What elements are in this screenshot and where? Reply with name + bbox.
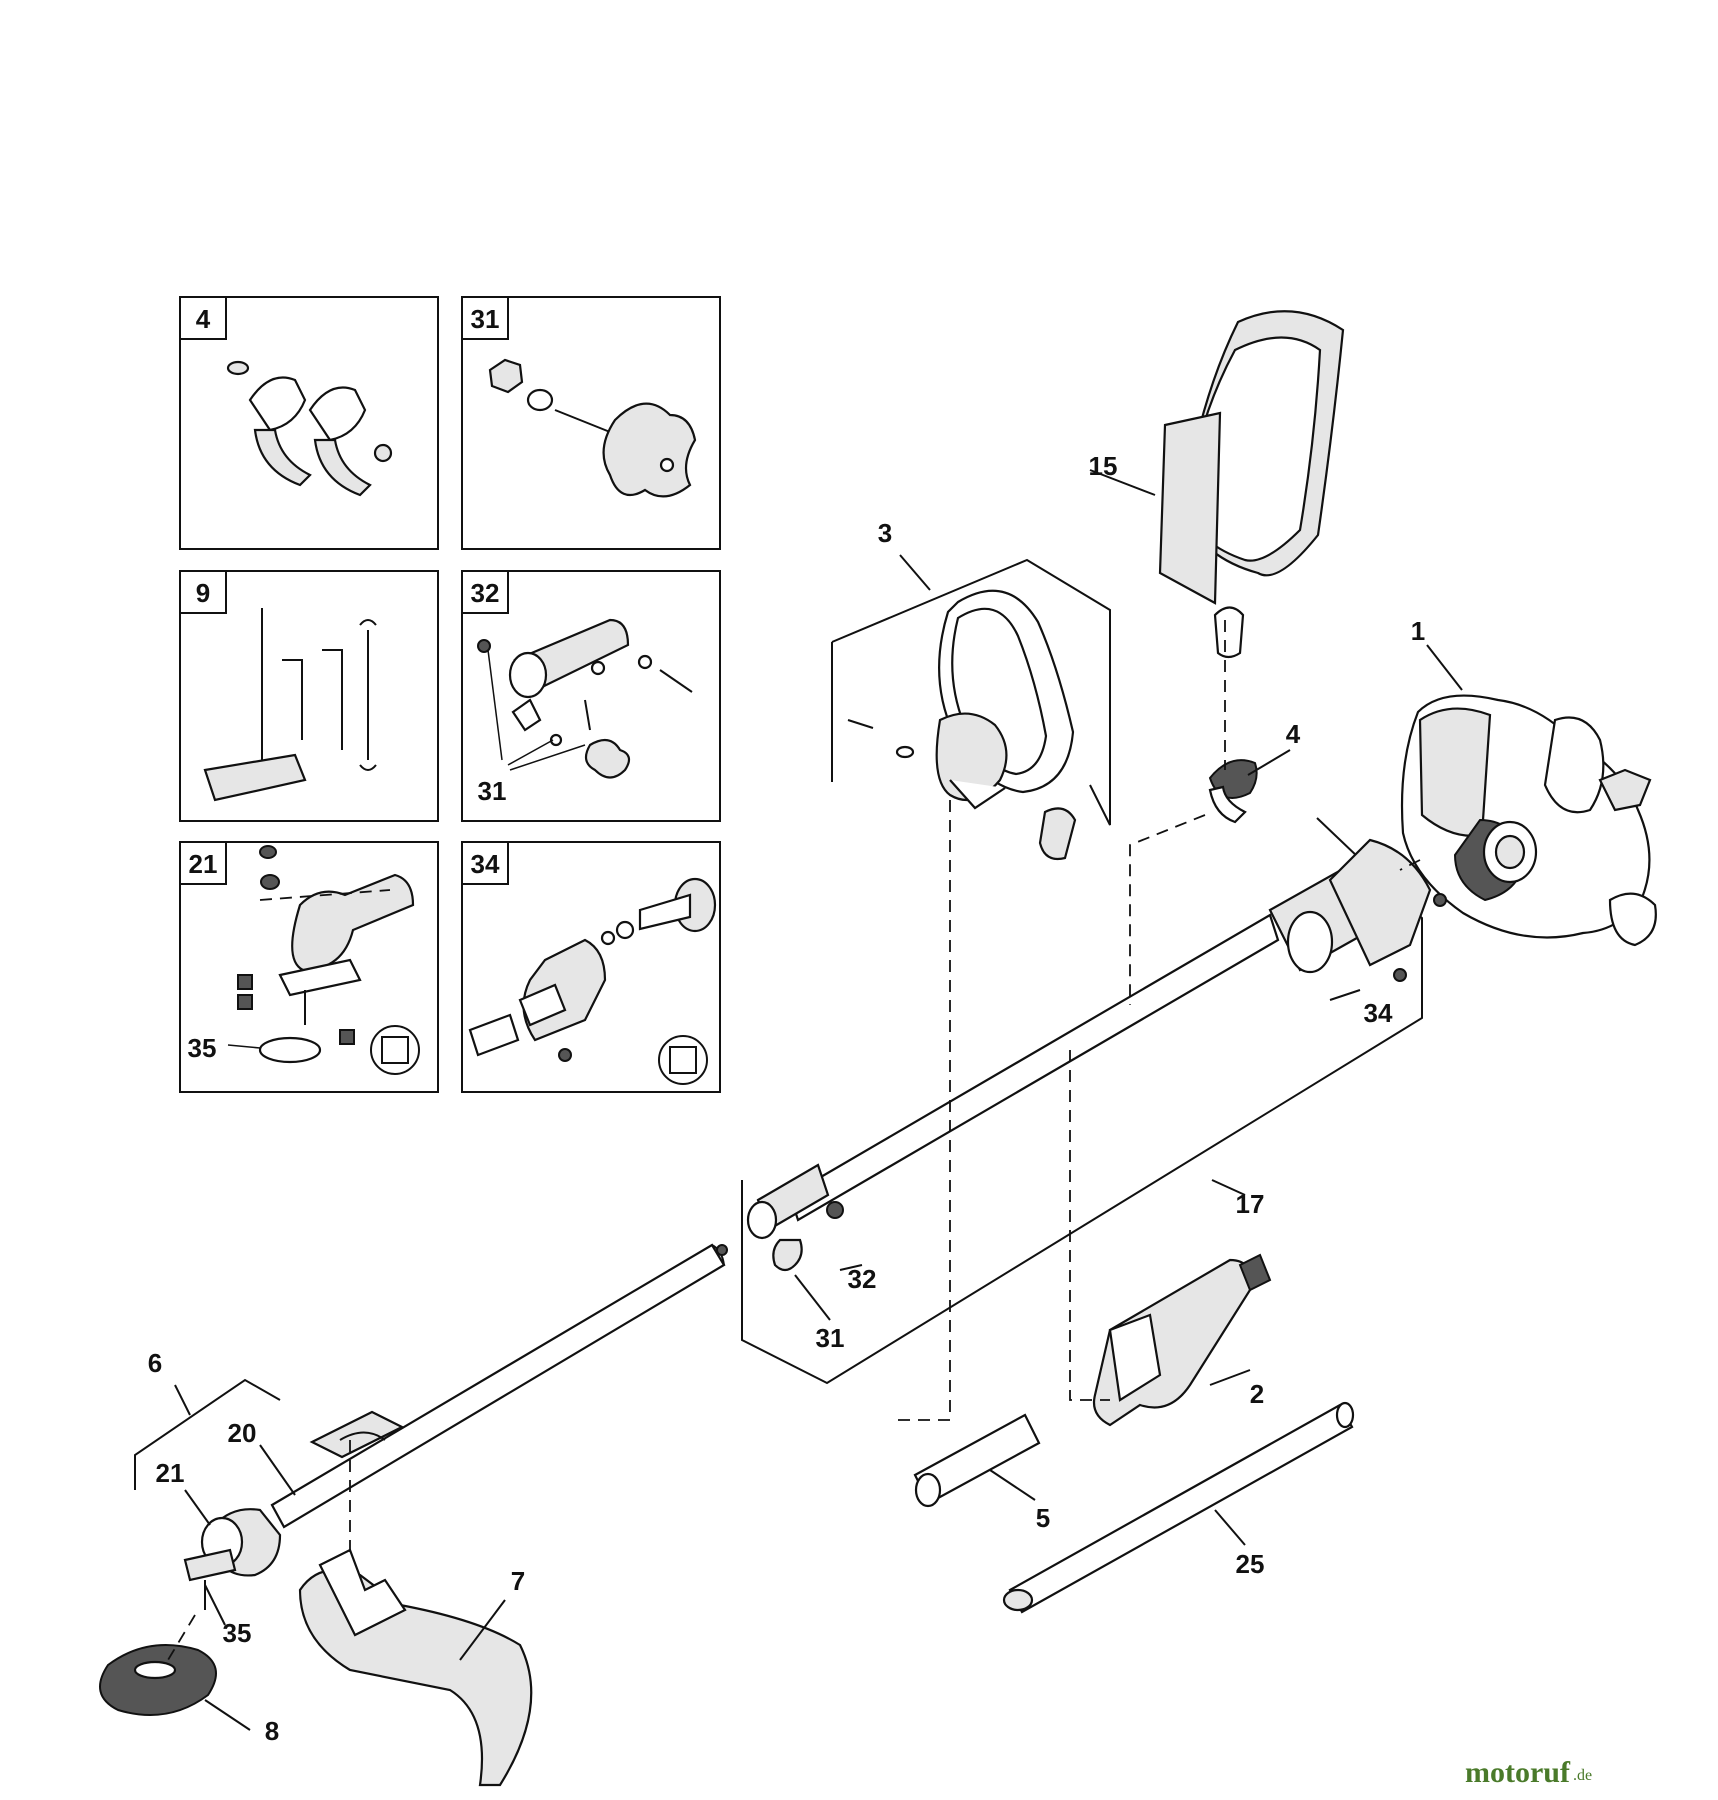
part-4-clamp [1208, 759, 1258, 824]
inset-label-31: 31 [471, 304, 500, 334]
clutch-housing-icon [468, 877, 717, 1085]
inset-panel-9: 9 [179, 570, 439, 822]
part-3-loop-handle [831, 558, 1111, 861]
callout-8: 8 [265, 1716, 279, 1746]
callout-32: 32 [848, 1264, 877, 1294]
callout-5: 5 [1036, 1503, 1050, 1533]
callout-3: 3 [878, 518, 892, 548]
callout-35-inset: 35 [188, 1033, 217, 1063]
part-34-clutch-housing [1268, 838, 1447, 982]
inset-label-21: 21 [189, 849, 218, 879]
part-25-flex-shaft [1002, 1401, 1355, 1614]
clamp-part-icon [226, 360, 393, 497]
tool-kit-icon [203, 608, 377, 802]
part-7-shield-guard [298, 1548, 533, 1787]
callout-leaders [134, 469, 1463, 1731]
inset-label-4: 4 [196, 304, 211, 334]
assembly-guide-lines [164, 620, 1421, 1666]
part-20-lower-drive-tube [270, 1243, 728, 1529]
part-1-engine [1400, 694, 1657, 947]
watermark-suffix: .de [1573, 1767, 1592, 1784]
part-15-harness-strap [1158, 310, 1345, 659]
gearbox-icon [227, 845, 420, 1075]
inset-panel-32: 32 31 [461, 570, 721, 822]
part-2-throttle-handle [1092, 1253, 1272, 1427]
callout-31-inset: 31 [478, 776, 507, 806]
callout-35: 35 [223, 1618, 252, 1648]
callout-6: 6 [148, 1348, 162, 1378]
inset-label-9: 9 [196, 578, 210, 608]
callout-20: 20 [228, 1418, 257, 1448]
callout-7: 7 [511, 1566, 525, 1596]
callout-15: 15 [1089, 451, 1118, 481]
part-21-gearbox [183, 1508, 282, 1610]
callout-21: 21 [156, 1458, 185, 1488]
clamp-tube-icon [477, 618, 693, 779]
part-5-foam-grip [913, 1413, 1041, 1508]
callout-17: 17 [1236, 1189, 1265, 1219]
inset-panel-4: 4 [179, 296, 439, 550]
inset-label-32: 32 [471, 578, 500, 608]
inset-panel-31: 31 [461, 296, 721, 550]
callout-25: 25 [1236, 1549, 1265, 1579]
watermark-logo: motoruf .de [1465, 1756, 1592, 1789]
callout-4: 4 [1286, 719, 1301, 749]
callout-2: 2 [1250, 1379, 1264, 1409]
part-8-trimmer-head [99, 1644, 217, 1716]
callout-31: 31 [816, 1323, 845, 1353]
inset-label-34: 34 [471, 849, 500, 879]
knob-bolt-icon [488, 358, 697, 498]
callout-1: 1 [1411, 616, 1425, 646]
inset-panel-21: 21 35 [179, 841, 439, 1093]
inset-panel-34: 34 [461, 841, 721, 1093]
callout-34: 34 [1364, 998, 1393, 1028]
watermark-text: motoruf [1465, 1756, 1571, 1789]
